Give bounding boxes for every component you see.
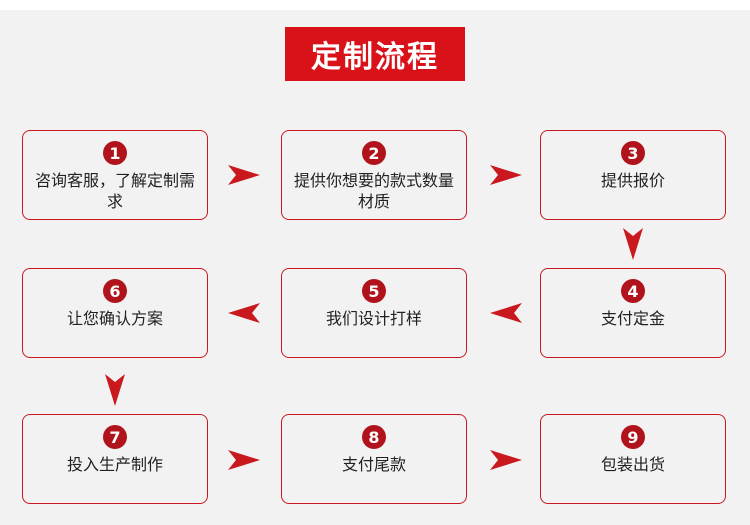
step-label: 让您确认方案 — [66, 309, 163, 328]
step-label: 提供你想要的款式数量 材质 — [293, 171, 454, 211]
top-border — [0, 0, 750, 10]
step-number-badge: 4 — [621, 279, 645, 303]
step-5: 5 我们设计打样 — [281, 268, 467, 358]
step-number-badge: 8 — [362, 425, 386, 449]
step-label: 包装出货 — [600, 455, 665, 474]
arrow-left-icon — [490, 303, 522, 323]
step-6: 6 让您确认方案 — [22, 268, 208, 358]
arrow-right-icon — [490, 165, 522, 185]
step-number-badge: 6 — [103, 279, 127, 303]
step-number-badge: 5 — [362, 279, 386, 303]
step-1: 1 咨询客服，了解定制需求 — [22, 130, 208, 220]
step-8: 8 支付尾款 — [281, 414, 467, 504]
step-3: 3 提供报价 — [540, 130, 726, 220]
arrow-down-icon — [105, 374, 125, 406]
step-9: 9 包装出货 — [540, 414, 726, 504]
step-label: 咨询客服，了解定制需求 — [34, 171, 195, 211]
step-number-badge: 9 — [621, 425, 645, 449]
step-number-badge: 1 — [103, 141, 127, 165]
step-4: 4 支付定金 — [540, 268, 726, 358]
arrow-right-icon — [228, 165, 260, 185]
arrow-left-icon — [228, 303, 260, 323]
step-label: 投入生产制作 — [66, 455, 163, 474]
step-2: 2 提供你想要的款式数量 材质 — [281, 130, 467, 220]
step-label: 提供报价 — [600, 171, 665, 190]
step-label: 我们设计打样 — [325, 309, 422, 328]
step-7: 7 投入生产制作 — [22, 414, 208, 504]
step-number-badge: 3 — [621, 141, 645, 165]
step-label: 支付定金 — [600, 309, 665, 328]
step-number-badge: 2 — [362, 141, 386, 165]
step-number-badge: 7 — [103, 425, 127, 449]
arrow-right-icon — [228, 450, 260, 470]
page-title: 定制流程 — [285, 27, 465, 81]
arrow-down-icon — [623, 228, 643, 260]
step-label: 支付尾款 — [341, 455, 406, 474]
arrow-right-icon — [490, 450, 522, 470]
